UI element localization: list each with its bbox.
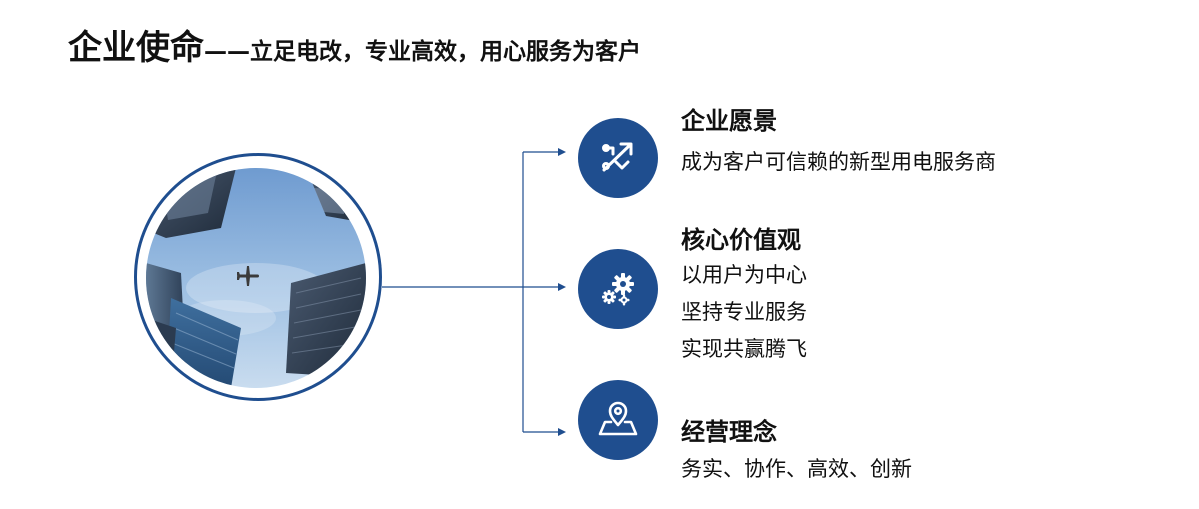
- photo-ring: [134, 153, 382, 401]
- gears-icon: [596, 267, 640, 311]
- section-line: 实现共赢腾飞: [681, 337, 807, 361]
- title-main: 企业使命: [68, 28, 204, 68]
- section-line: 务实、协作、高效、创新: [681, 457, 912, 481]
- section-heading-values: 核心价值观: [681, 226, 801, 254]
- section-line: 成为客户可信赖的新型用电服务商: [681, 150, 996, 174]
- growth-arrow-icon: [596, 136, 640, 180]
- vision-icon-disc: [578, 118, 658, 198]
- page-title: 企业使命——立足电改，专业高效，用心服务为客户: [68, 20, 641, 69]
- philosophy-icon-disc: [578, 380, 658, 460]
- values-icon-disc: [578, 249, 658, 329]
- section-line: 坚持专业服务: [681, 300, 807, 324]
- title-subtitle: ——立足电改，专业高效，用心服务为客户: [204, 39, 641, 65]
- map-pin-icon: [596, 398, 640, 442]
- section-heading-philosophy: 经营理念: [681, 418, 777, 446]
- section-line: 以用户为中心: [681, 263, 807, 287]
- section-heading-vision: 企业愿景: [681, 107, 777, 135]
